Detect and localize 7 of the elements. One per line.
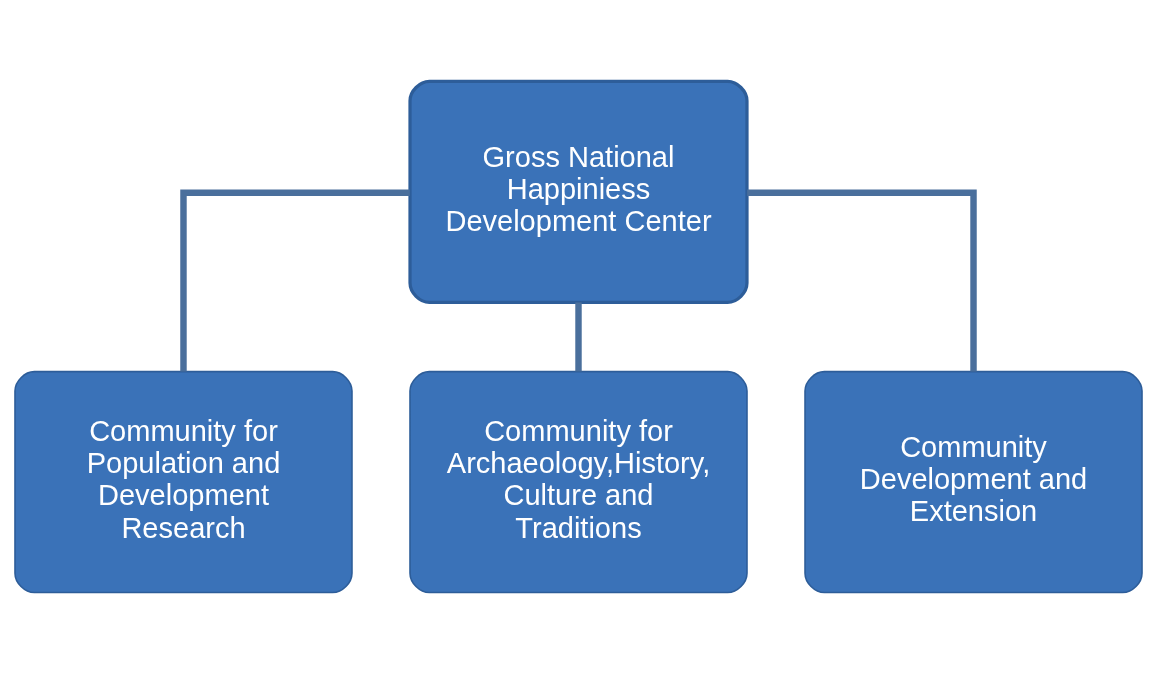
connector (575, 301, 582, 371)
connector (747, 188, 977, 371)
node-box: Community Development and Extension (804, 370, 1143, 593)
node-box: Community for Population and Development Research (14, 370, 353, 593)
connector (180, 188, 410, 371)
node-box: Community for Archaeology,History, Culture and Traditions (409, 370, 748, 593)
node-box: Gross National Happiniess Development Center (408, 79, 749, 304)
